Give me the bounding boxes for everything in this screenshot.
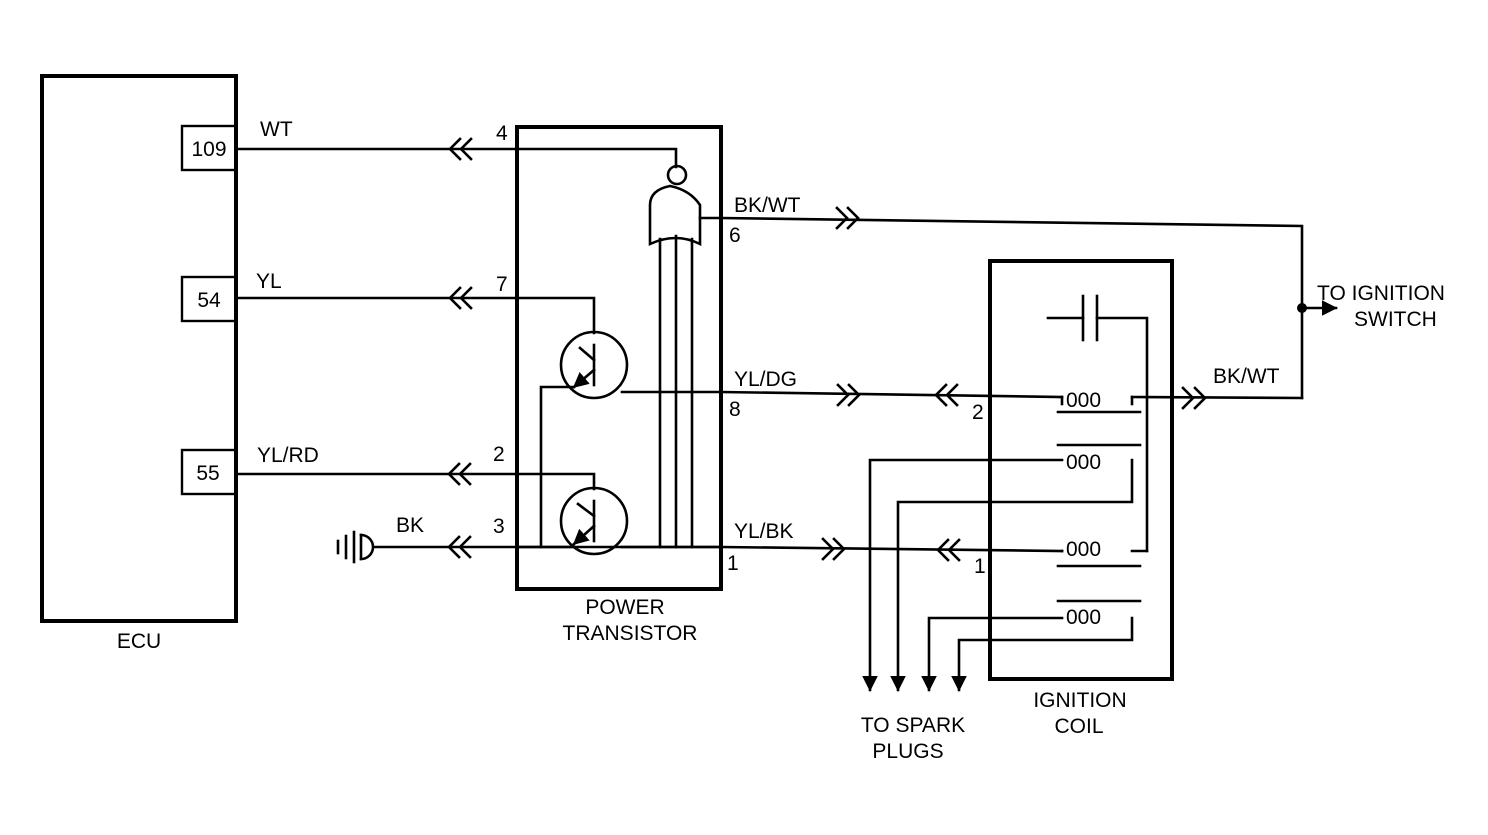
pt-terminal-8: 8 xyxy=(729,398,741,421)
coil-feed-color: BK/WT xyxy=(1213,365,1280,388)
ignition-switch-feed: TO IGNITION SWITCH xyxy=(1297,282,1445,331)
wire-8-color: YL/DG xyxy=(734,368,797,391)
ecu-pin-54-label: 54 xyxy=(197,289,221,312)
wire-54-color: YL xyxy=(256,270,282,293)
logic-gate-icon xyxy=(648,164,702,247)
wire-1: YL/BK xyxy=(719,520,1064,562)
npn-transistor-icon xyxy=(559,486,629,556)
wire-54: YL xyxy=(234,270,519,310)
to-ignition-line-1: TO IGNITION xyxy=(1317,282,1445,305)
coil-feed-wire: BK/WT xyxy=(1130,365,1304,410)
ecu-pin-54: 54 xyxy=(180,275,238,323)
ground-symbol-icon xyxy=(336,530,375,564)
ground-wire-color: BK xyxy=(396,514,424,537)
pt-terminal-4: 4 xyxy=(496,122,508,145)
power-transistor-label-1: POWER xyxy=(585,596,664,619)
power-transistor-module: 4 7 2 3 6 8 1 POWER TRANSISTOR xyxy=(493,122,741,645)
pt-terminal-3: 3 xyxy=(493,515,505,538)
wire-55-color: YL/RD xyxy=(257,444,319,467)
to-spark-plugs-line-2: PLUGS xyxy=(872,740,943,763)
pt-terminal-1: 1 xyxy=(727,552,739,575)
pt-terminal-7: 7 xyxy=(496,273,508,296)
ignition-coil-label-2: COIL xyxy=(1054,715,1103,738)
pt-terminal-2: 2 xyxy=(493,443,505,466)
wire-55: YL/RD xyxy=(234,444,519,486)
coil-terminal-1: 1 xyxy=(974,555,986,578)
svg-text:000: 000 xyxy=(1066,389,1101,412)
wire-109-color: WT xyxy=(260,118,293,141)
coil-winding-icon: 000 xyxy=(862,443,1142,692)
svg-text:000: 000 xyxy=(1066,538,1101,561)
power-transistor-label-2: TRANSISTOR xyxy=(563,622,698,645)
coil-winding-icon: 000 xyxy=(921,599,1142,692)
to-spark-plugs-line-1: TO SPARK xyxy=(861,714,965,737)
svg-text:000: 000 xyxy=(1066,451,1101,474)
wire-ground: BK xyxy=(336,514,519,564)
ecu-module: 109 54 55 ECU xyxy=(40,74,238,653)
coil-winding-icon: 000 xyxy=(1056,389,1142,414)
ecu-label: ECU xyxy=(117,630,161,653)
ecu-pin-55: 55 xyxy=(180,448,238,496)
wire-1-color: YL/BK xyxy=(734,520,794,543)
ecu-pin-55-label: 55 xyxy=(196,462,219,485)
to-ignition-line-2: SWITCH xyxy=(1354,308,1437,331)
ignition-coil-module: 000 000 000 000 2 1 IGNITION COIL xyxy=(862,259,1174,738)
ecu-pin-109-label: 109 xyxy=(191,138,226,161)
pt-terminal-6: 6 xyxy=(729,224,741,247)
capacitor-icon xyxy=(1046,294,1149,553)
ignition-coil-label-1: IGNITION xyxy=(1033,689,1126,712)
wire-109: WT xyxy=(234,118,519,161)
wire-6: BK/WT xyxy=(719,194,1304,400)
wire-8: YL/DG xyxy=(719,368,1064,407)
wire-6-color: BK/WT xyxy=(734,194,801,217)
svg-text:000: 000 xyxy=(1066,606,1101,629)
coil-terminal-2: 2 xyxy=(972,401,984,424)
ecu-pin-109: 109 xyxy=(180,124,238,172)
coil-winding-icon: 000 xyxy=(1056,538,1149,568)
